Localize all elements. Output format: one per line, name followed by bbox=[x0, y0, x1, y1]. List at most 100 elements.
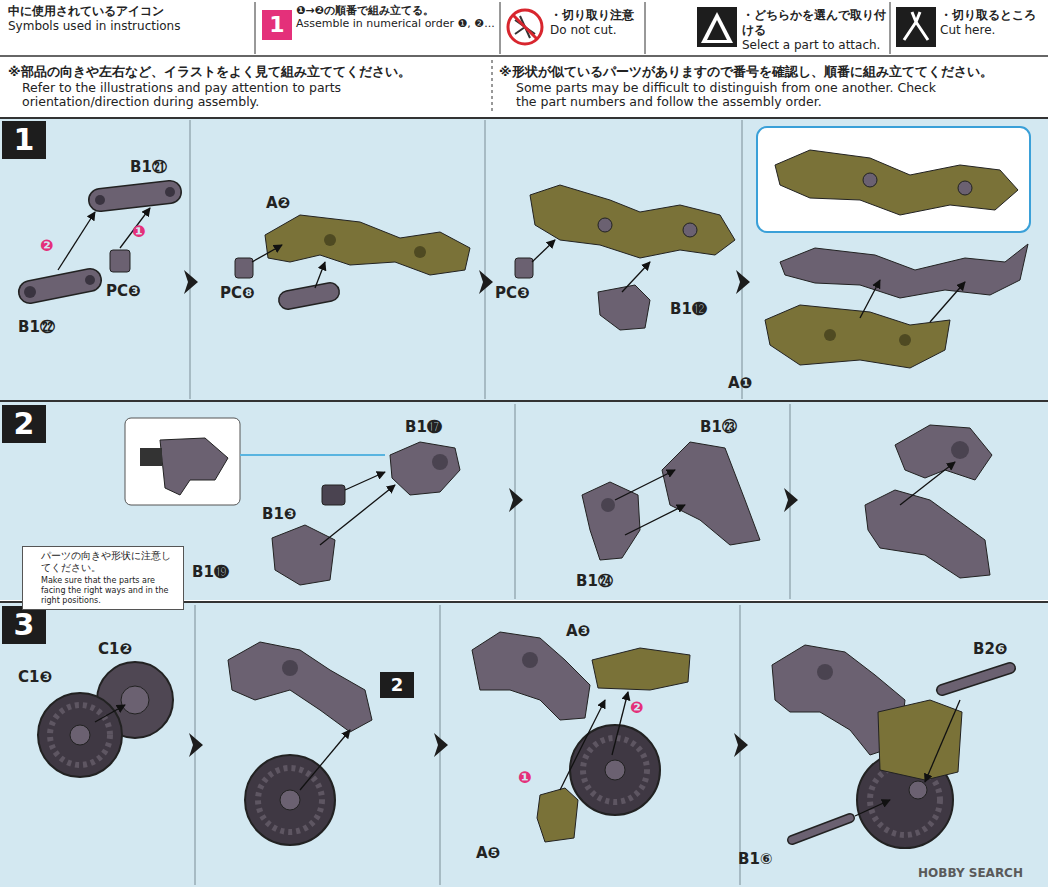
illustration-shape bbox=[140, 448, 162, 466]
illustration-shape bbox=[792, 818, 850, 840]
illustration-shape bbox=[38, 693, 122, 777]
illustration-shape bbox=[598, 285, 650, 330]
illustration-shape bbox=[95, 705, 125, 722]
illustration-shape bbox=[125, 418, 240, 505]
part-callout: B1⓬ bbox=[670, 300, 707, 318]
illustration-shape bbox=[860, 280, 880, 318]
caution-note: パーツの向きや形状に注意してください。Make sure that the pa… bbox=[22, 546, 184, 610]
note-text: Some parts may be difficult to distingui… bbox=[516, 81, 946, 109]
node-text: Make sure that the parts are facing the … bbox=[41, 576, 179, 606]
illustration-shape bbox=[390, 442, 460, 495]
illustration-shape bbox=[625, 505, 685, 535]
part-callout: B1㉒ bbox=[18, 318, 55, 336]
part-callout: C1❷ bbox=[98, 640, 132, 658]
illustration-shape bbox=[792, 818, 850, 840]
illustration-shape bbox=[899, 334, 911, 346]
part-callout: A❸ bbox=[566, 622, 590, 640]
illustration-shape bbox=[765, 305, 950, 368]
illustration-shape bbox=[434, 733, 448, 757]
part-callout: B2❻ bbox=[973, 640, 1008, 658]
illustration-shape bbox=[817, 664, 833, 680]
illustration-shape bbox=[85, 275, 95, 285]
part-callout: B1❸ bbox=[262, 505, 297, 523]
illustration-shape bbox=[479, 270, 493, 294]
illustration-shape bbox=[235, 258, 253, 278]
illustration-shape bbox=[0, 118, 1048, 400]
illustration-shape bbox=[736, 270, 750, 294]
illustration-shape bbox=[780, 244, 1028, 298]
header bbox=[0, 0, 1048, 56]
illustration-shape bbox=[0, 400, 1048, 402]
illustration-shape bbox=[0, 0, 1048, 56]
illustration-shape bbox=[904, 12, 928, 40]
illustration-shape bbox=[0, 117, 1048, 119]
illustration-shape bbox=[485, 120, 486, 399]
illustration-shape bbox=[258, 768, 322, 832]
illustration-shape bbox=[280, 790, 300, 810]
icon-legend-cell: ❶→❷の順番で組み立てる。Assemble in numerical order… bbox=[296, 4, 498, 30]
part-callout: PC❽ bbox=[220, 284, 255, 302]
illustration-shape bbox=[530, 185, 735, 258]
illustration-shape bbox=[958, 181, 972, 195]
illustration-shape bbox=[909, 781, 927, 799]
note-text: ※形状が似ているパーツがありますので番号を確認し、順番に組み立ててください。 bbox=[499, 63, 1044, 81]
illustration-shape bbox=[255, 2, 256, 54]
illustration-shape bbox=[414, 246, 426, 258]
illustration-shape bbox=[315, 262, 325, 288]
illustration-shape bbox=[605, 760, 625, 780]
illustration-shape bbox=[707, 20, 727, 40]
step-number: 1 bbox=[2, 121, 46, 159]
note-divider bbox=[492, 60, 493, 114]
node-text: Cut here. bbox=[940, 23, 1046, 37]
illustration-shape bbox=[890, 2, 891, 54]
illustration-shape bbox=[0, 603, 1048, 887]
illustration-shape bbox=[95, 195, 105, 205]
illustration-shape bbox=[500, 2, 501, 54]
illustration-shape bbox=[228, 642, 372, 732]
illustration-shape bbox=[509, 488, 523, 512]
illustration-shape bbox=[110, 250, 130, 272]
illustration-shape bbox=[24, 286, 36, 298]
illustration-shape bbox=[697, 7, 737, 47]
illustration-shape bbox=[925, 700, 960, 782]
node-text: 2 bbox=[2, 405, 46, 443]
illustration-shape bbox=[582, 482, 640, 560]
illustration-shape bbox=[345, 472, 385, 490]
flow-chevrons bbox=[184, 270, 798, 757]
illustration-shape bbox=[0, 55, 1048, 57]
illustration-shape bbox=[896, 7, 936, 47]
illustration-shape bbox=[598, 218, 612, 232]
order-number: ❶ bbox=[518, 768, 532, 787]
illustration-shape bbox=[734, 733, 748, 757]
illustration-shape bbox=[288, 292, 330, 300]
node-text: ❶→❷の順番で組み立てる。 bbox=[296, 4, 498, 17]
step1-parts bbox=[24, 127, 1030, 368]
illustration-shape bbox=[189, 733, 203, 757]
illustration-shape bbox=[560, 700, 605, 790]
illustration-shape bbox=[322, 485, 345, 505]
illustration-shape bbox=[757, 127, 1030, 232]
illustration-shape bbox=[863, 173, 877, 187]
illustration-shape bbox=[515, 258, 533, 278]
illustration-shape bbox=[900, 462, 955, 505]
node-text: Assemble in numerical order ❶, ❷... bbox=[296, 17, 498, 30]
illustration-shape bbox=[160, 438, 228, 495]
illustration-shape bbox=[50, 705, 110, 765]
illustration-shape bbox=[742, 120, 743, 399]
part-callout: A❺ bbox=[476, 844, 500, 862]
illustration-shape bbox=[120, 208, 150, 248]
part-callout: B1⓳ bbox=[192, 563, 229, 581]
illustration-shape bbox=[615, 470, 675, 500]
illustration-shape bbox=[165, 187, 175, 197]
node-text: Symbols used in instructions bbox=[8, 19, 248, 33]
node-text: ・切り取り注意 bbox=[550, 8, 643, 23]
part-callout: B1⓱ bbox=[405, 418, 442, 436]
illustration-shape bbox=[878, 700, 962, 780]
illustration-shape bbox=[601, 498, 615, 512]
part-callout: A❶ bbox=[728, 374, 752, 392]
icon-legend-cell: ・切り取り注意Do not cut. bbox=[550, 8, 643, 37]
illustration-shape bbox=[300, 730, 350, 790]
illustration-shape bbox=[288, 292, 330, 300]
part-callout: B1㉓ bbox=[700, 418, 737, 436]
node-text: 3 bbox=[2, 606, 46, 644]
